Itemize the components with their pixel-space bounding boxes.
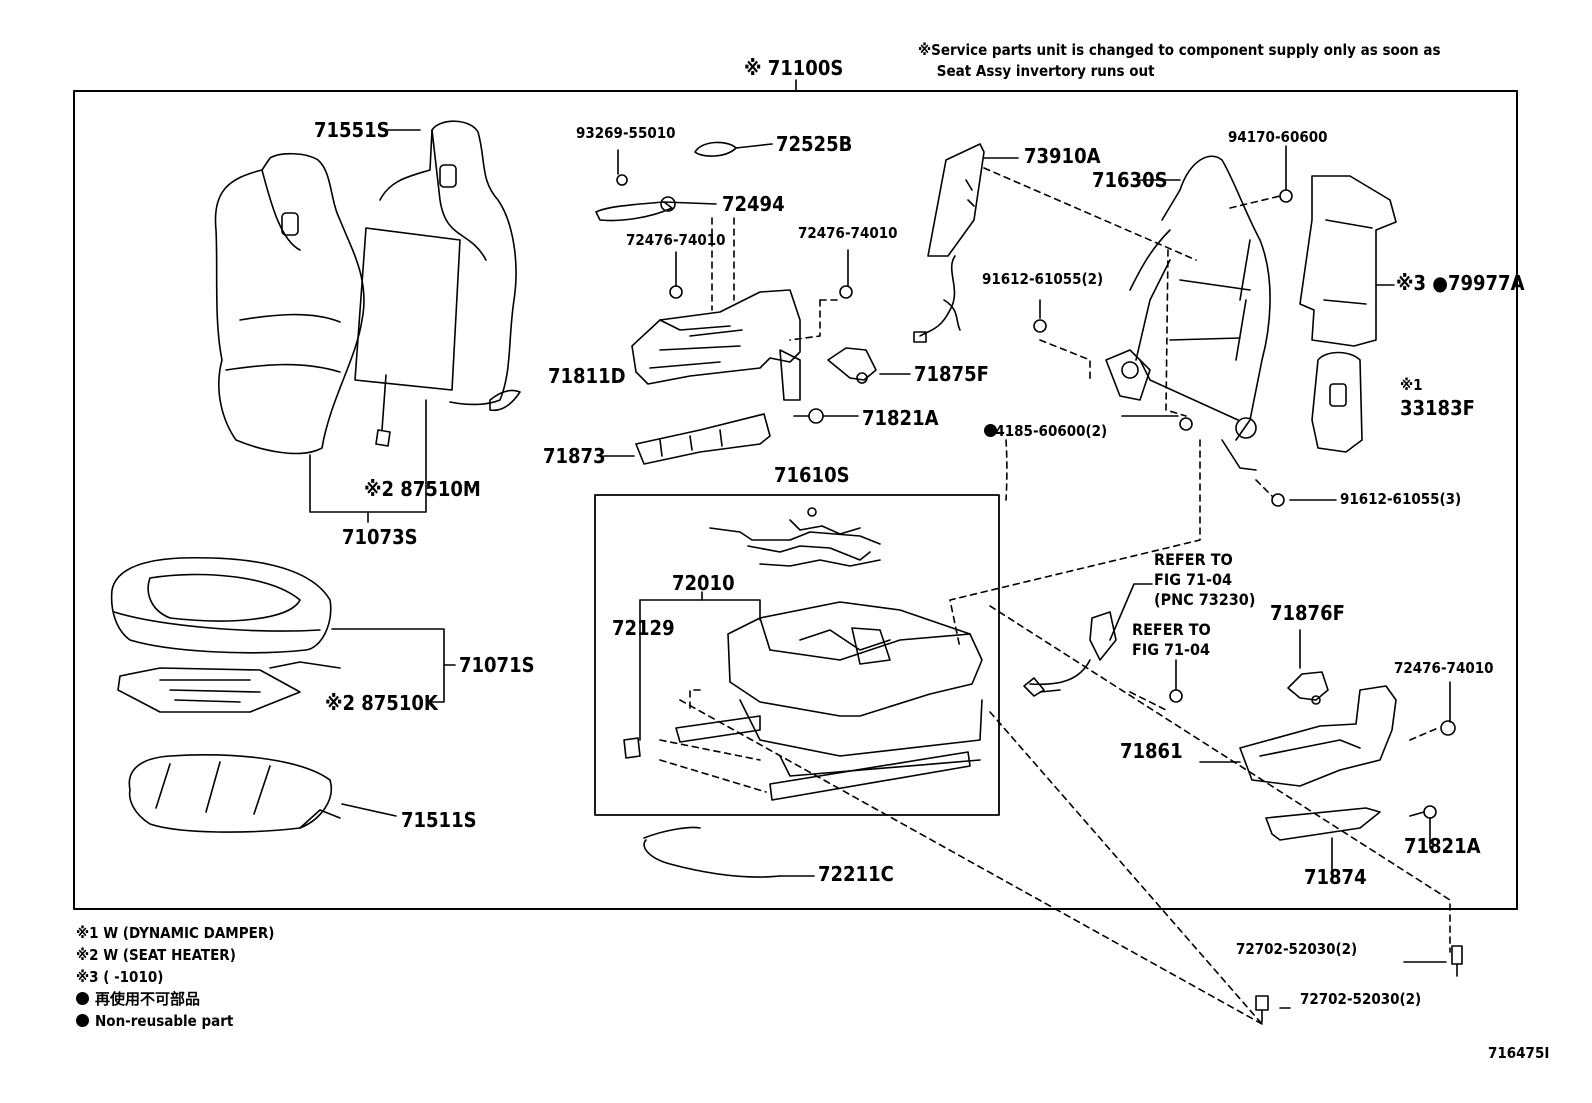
refer-note-fig-71-04[interactable]: REFER TO FIG 71-04 xyxy=(1132,620,1211,659)
part-label-71630S[interactable]: 71630S xyxy=(1092,168,1168,192)
part-label-71861[interactable]: 71861 xyxy=(1120,739,1183,763)
part-label-71821A-b[interactable]: 71821A xyxy=(1404,834,1481,858)
bolt-72702-a xyxy=(1451,945,1463,977)
trim-71874-shape xyxy=(1265,807,1381,841)
frame-71630S-shape xyxy=(1105,155,1271,471)
legend: ※1 W (DYNAMIC DAMPER) ※2 W (SEAT HEATER)… xyxy=(76,922,274,1032)
part-label-72525B[interactable]: 72525B xyxy=(776,132,853,156)
part-label-72476-74010-b[interactable]: 72476-74010 xyxy=(798,224,898,242)
ref-leader xyxy=(1109,583,1153,641)
part-label-91612-61055-b[interactable]: 91612-61055(3) xyxy=(1340,490,1462,508)
figure-id: 716475I xyxy=(1488,1044,1550,1062)
lever-72494 xyxy=(595,196,717,222)
part-label-94185-60600[interactable]: 94185-60600(2) xyxy=(986,422,1108,440)
part-label-72494[interactable]: 72494 xyxy=(722,192,785,216)
part-label-91612-61055-a[interactable]: 91612-61055(2) xyxy=(982,270,1104,288)
seat-track-box xyxy=(594,494,1000,816)
part-label-33183F[interactable]: 33183F xyxy=(1400,396,1475,420)
bracket-71875F xyxy=(827,347,877,384)
part-label-72702-52030-b[interactable]: 72702-52030(2) xyxy=(1300,990,1422,1008)
service-note: ※Service parts unit is changed to compon… xyxy=(918,41,1441,80)
cover-71876F-shape xyxy=(1287,671,1329,705)
non-reusable-dot-icon xyxy=(76,992,89,1005)
part-label-71551S[interactable]: 71551S xyxy=(314,118,390,142)
refer-note-fig-71-04-pnc[interactable]: REFER TO FIG 71-04 (PNC 73230) xyxy=(1154,550,1256,609)
wire-72211C xyxy=(643,826,781,878)
part-label-72010[interactable]: 72010 xyxy=(672,571,735,595)
legend-note-1: ※1 W (DYNAMIC DAMPER) xyxy=(76,924,275,942)
legend-non-reusable-jp: 再使用不可部品 xyxy=(76,988,274,1010)
buckle-shape xyxy=(1023,611,1117,697)
part-label-71875F[interactable]: 71875F xyxy=(914,362,989,386)
part-label-87510K[interactable]: ※2 87510K xyxy=(325,691,438,715)
seatback-cover-shape xyxy=(214,152,365,455)
springs-shape xyxy=(709,507,881,567)
cushion-heater-pad-shape xyxy=(117,661,341,713)
part-label-71876F[interactable]: 71876F xyxy=(1270,601,1345,625)
non-reusable-marker-94185 xyxy=(984,424,997,437)
part-label-71873[interactable]: 71873 xyxy=(543,444,606,468)
cushion-shape xyxy=(110,556,332,654)
legend-note-3: ※3 ( -1010) xyxy=(76,968,164,986)
part-label-71874[interactable]: 71874 xyxy=(1304,865,1367,889)
part-label-73910A[interactable]: 73910A xyxy=(1024,144,1101,168)
damper-33183F-shape xyxy=(1311,351,1363,453)
part-label-72129[interactable]: 72129 xyxy=(612,616,675,640)
part-label-33183F-mark: ※1 xyxy=(1400,376,1423,394)
trim-71873-shape xyxy=(635,413,771,465)
part-label-72476-74010-c[interactable]: 72476-74010 xyxy=(1394,659,1494,677)
part-label-93269-55010[interactable]: 93269-55010 xyxy=(576,124,676,142)
part-label-72211C[interactable]: 72211C xyxy=(818,862,894,886)
part-label-71073S[interactable]: 71073S xyxy=(342,525,418,549)
pin-71821A-a xyxy=(793,408,824,424)
assembly-title: ※ 71100S xyxy=(744,56,844,80)
non-reusable-dot-icon xyxy=(76,1014,89,1027)
seatback-heater-pad-shape xyxy=(354,227,461,447)
pin-71821A-b xyxy=(1409,805,1437,819)
legend-non-reusable-en: Non-reusable part xyxy=(76,1010,274,1032)
bolts-72476 xyxy=(669,249,853,299)
part-label-71610S[interactable]: 71610S xyxy=(774,463,850,487)
airbag-73910A-shape xyxy=(913,143,985,343)
bolt-72702-b xyxy=(1255,995,1269,1023)
cover-72525B xyxy=(694,141,737,157)
part-label-71821A-a[interactable]: 71821A xyxy=(862,406,939,430)
bolt-93269 xyxy=(616,149,628,186)
cushion-frame-shape xyxy=(128,754,341,833)
bracket-72129 xyxy=(623,737,641,759)
part-label-87510M[interactable]: ※2 87510M xyxy=(364,477,481,501)
legend-note-2: ※2 W (SEAT HEATER) xyxy=(76,946,236,964)
part-label-72702-52030-a[interactable]: 72702-52030(2) xyxy=(1236,940,1358,958)
seatback-frame-shape xyxy=(379,120,521,412)
part-label-71811D[interactable]: 71811D xyxy=(548,364,626,388)
part-label-72476-74010-a[interactable]: 72476-74010 xyxy=(626,231,726,249)
part-label-94170-60600[interactable]: 94170-60600 xyxy=(1228,128,1328,146)
shield-71861-shape xyxy=(1239,685,1397,787)
part-label-71511S[interactable]: 71511S xyxy=(401,808,477,832)
track-frame-shape xyxy=(675,601,983,801)
part-label-79977A[interactable]: ※3 ●79977A xyxy=(1396,271,1525,295)
hinge-71811D-shape xyxy=(631,289,801,401)
part-label-71071S[interactable]: 71071S xyxy=(459,653,535,677)
panel-79977A-shape xyxy=(1299,175,1397,347)
